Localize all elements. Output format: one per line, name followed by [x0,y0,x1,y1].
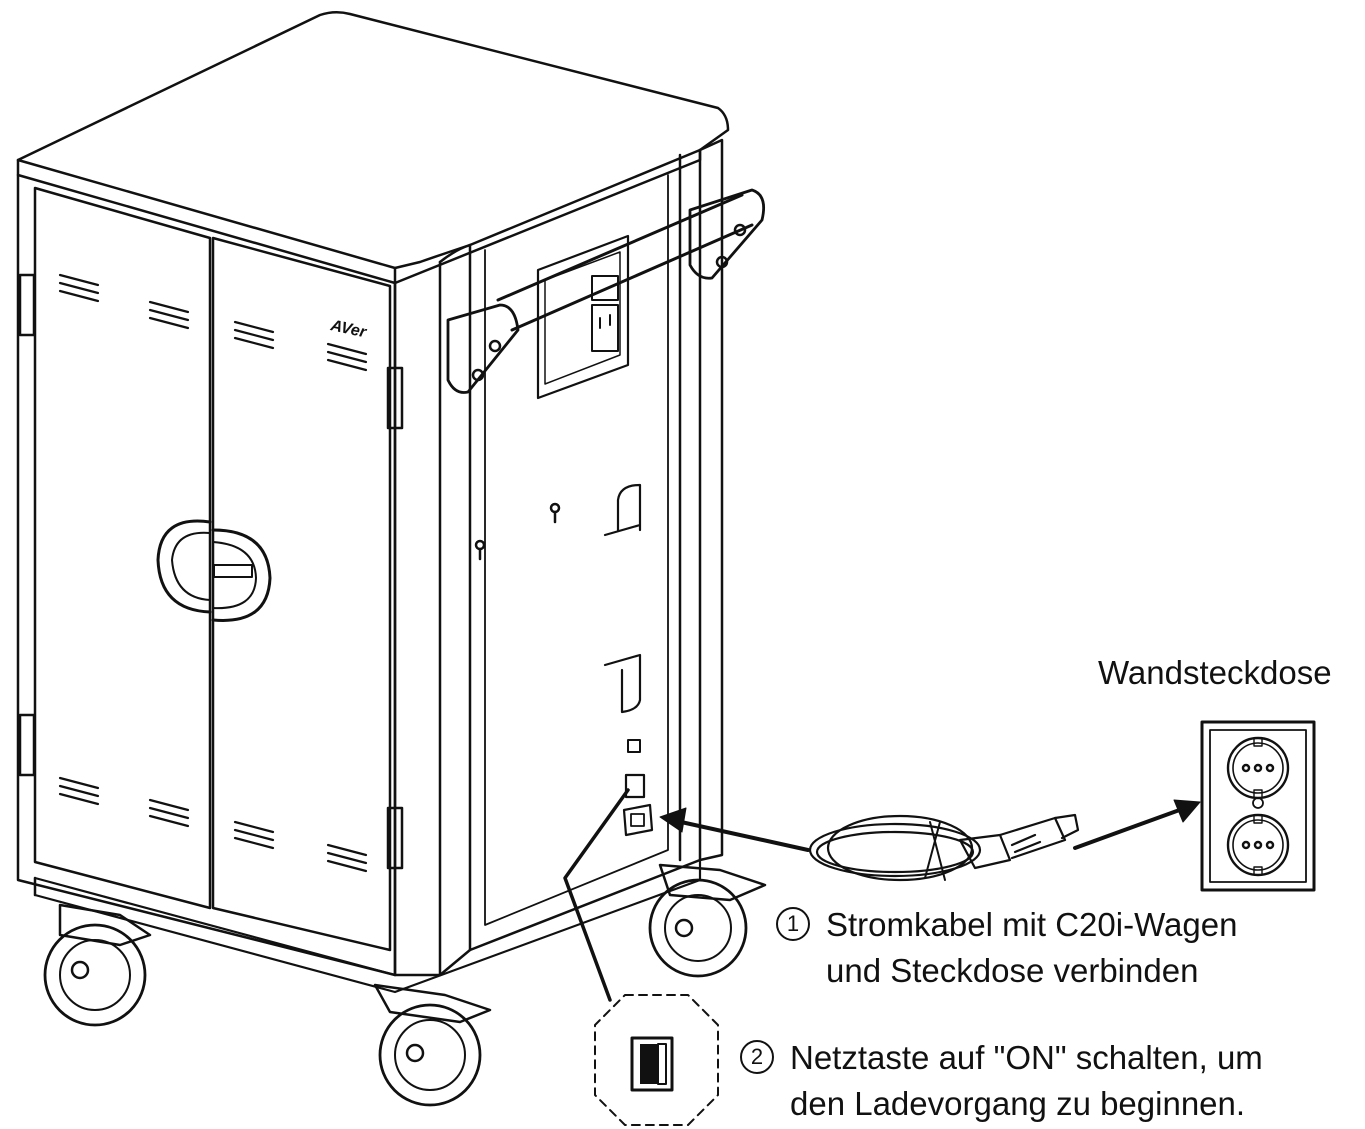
connection-arrows [563,788,1201,1002]
power-switch-enlarged[interactable] [630,1036,674,1092]
cart-side-panel [468,148,702,952]
caster [648,863,767,978]
cart-door-left [33,186,212,910]
side-power-outlet [536,234,630,400]
step-1-number: 1 [776,907,810,941]
hinge [386,806,404,870]
power-switch-detail [594,994,719,1126]
hinge [386,366,404,430]
cart-power-switch[interactable] [624,773,646,799]
push-handle [446,188,766,394]
hinge [18,273,36,337]
cart-door-right [211,236,392,952]
cart-logo: AVer [328,317,368,341]
wall-outlet-label: Wandsteckdose [1098,654,1332,691]
charging-cart: AVer [16,11,767,1107]
caster [43,903,152,1027]
cart-top [16,11,730,270]
vent-slots [58,273,368,873]
indicator-light [627,739,641,753]
wall-outlet [1200,720,1316,892]
caster [373,983,492,1107]
power-cable [808,813,1080,882]
step-1-line-1: Stromkabel mit C20i-Wagen [826,906,1238,943]
step-2-line-1: Netztaste auf "ON" schalten, um [790,1039,1263,1076]
hinge [18,713,36,777]
step-1-line-2: und Steckdose verbinden [826,952,1199,989]
door-handle [156,519,272,622]
step-2-line-2: den Ladevorgang zu beginnen. [790,1085,1246,1122]
step-2-number: 2 [740,1040,774,1074]
cart-power-inlet [622,803,654,837]
